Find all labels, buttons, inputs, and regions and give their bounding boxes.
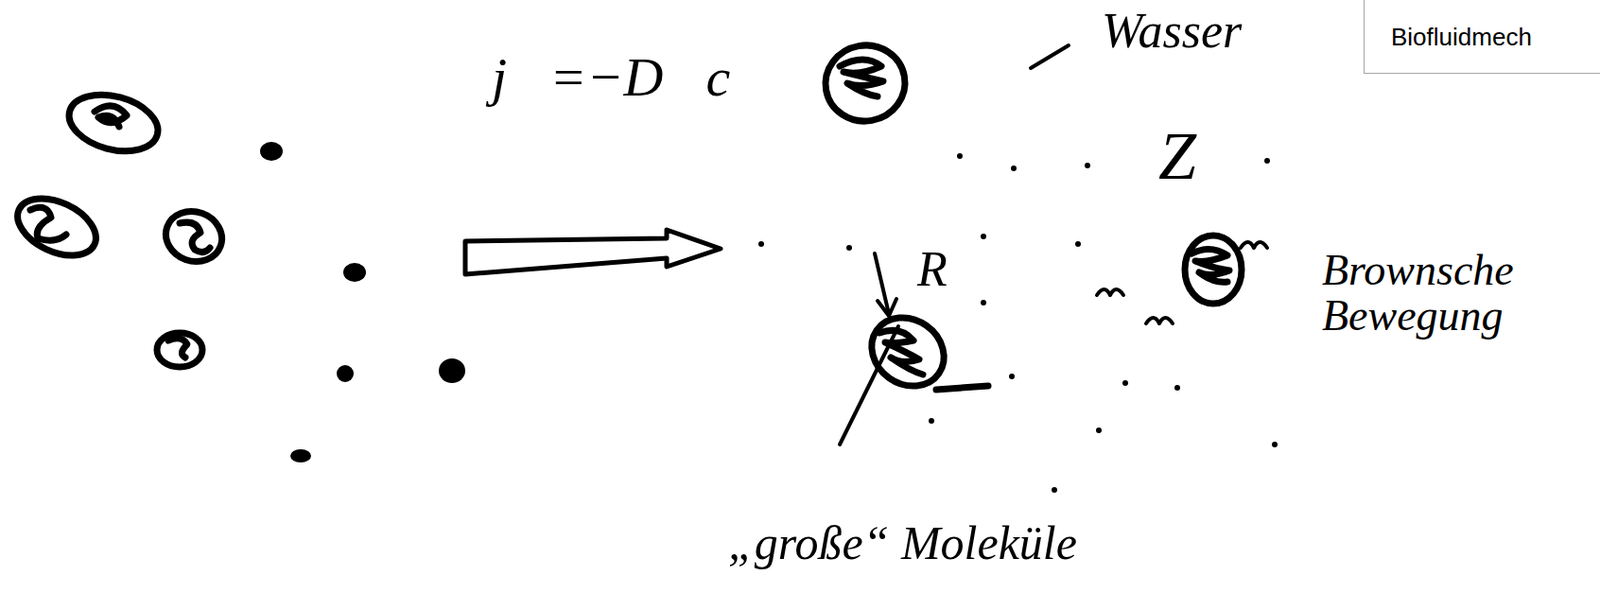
large-molecule [158,203,229,269]
radius-label: R [917,243,948,296]
leader-line [1030,45,1069,69]
diffusion-arrow [465,229,721,275]
large-molecule [62,86,164,161]
medium-label: Wasser [1101,5,1242,58]
header-box: Biofluidmech [1363,0,1600,74]
large-molecule [1184,235,1242,304]
diffusion-formula: j⃗=−D∇c [491,49,731,107]
motion-label: Brownsche Bewegung [1321,247,1559,340]
large-molecule [8,187,105,267]
large-molecule [858,303,989,400]
small-molecule [260,141,466,463]
large-molecule [819,38,912,127]
thermal-motion-mark [1096,242,1268,324]
leader-line [839,326,899,445]
water-molecule [758,153,1278,493]
large-molecule [156,332,203,367]
molecule-caption: „große“ Moleküle [728,518,1078,569]
radius-arrow [874,253,897,316]
symbol-label: Z [1158,121,1197,193]
header-text: Biofluidmech [1364,0,1600,75]
